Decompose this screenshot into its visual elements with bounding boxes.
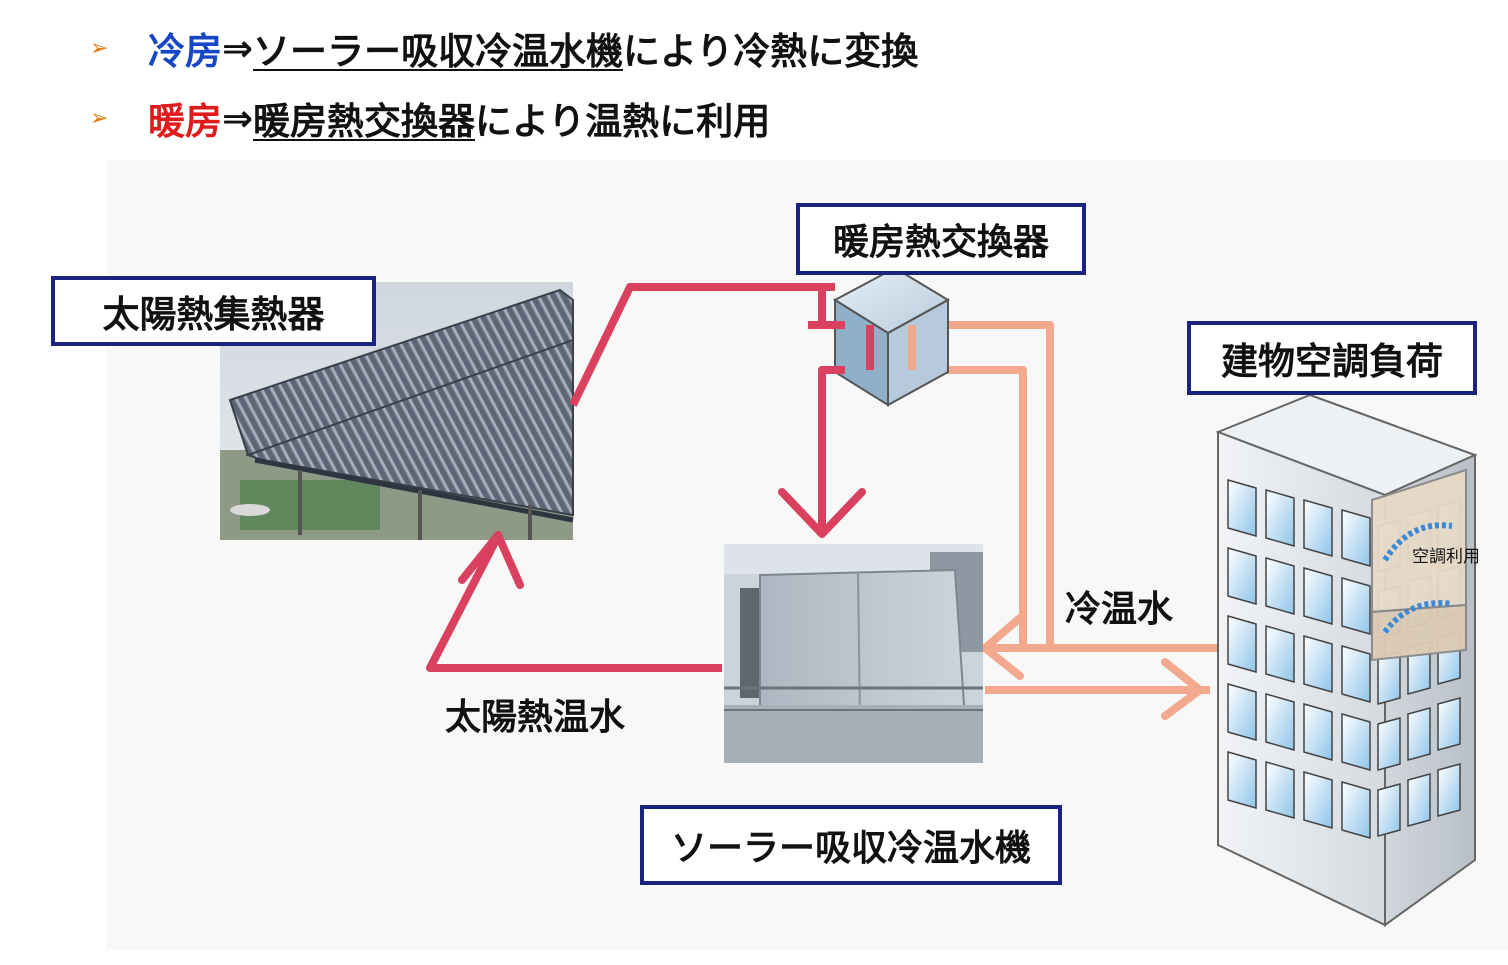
- building-windows: [1227, 479, 1461, 839]
- building-window: [1303, 703, 1333, 761]
- heat-exchanger-label: 暖房熱交換器: [796, 203, 1086, 275]
- building-window: [1227, 683, 1257, 741]
- heat-exchanger-pipes: [808, 321, 916, 374]
- building-window: [1265, 693, 1295, 751]
- bullet-arrow-icon: ➢: [90, 35, 109, 61]
- heating-description: により温熱に利用: [475, 100, 771, 143]
- salmon-arrowheads: [981, 614, 1204, 720]
- absorption-chiller-label: ソーラー吸収冷温水機: [640, 805, 1062, 885]
- building-window: [1377, 783, 1401, 837]
- heating-device: 暖房熱交換器: [253, 100, 476, 143]
- chilled-hot-water-label: 冷温水: [1065, 589, 1174, 630]
- bullet-heating: ➢ 暖房 ⇒ 暖房熱交換器 により温熱に利用: [90, 88, 770, 148]
- building-window: [1341, 713, 1371, 771]
- building-window: [1437, 697, 1461, 751]
- absorption-chiller-photo: [724, 544, 983, 763]
- solar-collector-label: 太陽熱集熱器: [51, 276, 376, 346]
- building-window: [1265, 761, 1295, 819]
- building-window: [1377, 717, 1401, 771]
- building-window: [1303, 499, 1333, 557]
- implies-arrow: ⇒: [222, 26, 254, 70]
- building-window: [1227, 751, 1257, 809]
- building-window: [1303, 771, 1333, 829]
- cooling-description: により冷熱に変換: [623, 30, 919, 73]
- ac-use-label: 空調利用: [1412, 547, 1480, 567]
- building-window: [1407, 707, 1431, 761]
- building-load-label: 建物空調負荷: [1187, 321, 1477, 395]
- heat-exchanger-cube: [833, 266, 951, 407]
- building-window: [1437, 763, 1461, 817]
- building-window: [1407, 773, 1431, 827]
- bullet-cooling: ➢ 冷房 ⇒ ソーラー吸収冷温水機 により冷熱に変換: [90, 18, 918, 78]
- building-window: [1341, 781, 1371, 839]
- building-window: [1227, 547, 1257, 605]
- bullet-arrow-icon: ➢: [90, 105, 109, 131]
- building-window: [1265, 489, 1295, 547]
- building-window: [1227, 479, 1257, 537]
- building-illustration: [1215, 393, 1478, 927]
- building-window: [1341, 577, 1371, 635]
- building-window: [1265, 625, 1295, 683]
- cooling-device: ソーラー吸収冷温水機: [253, 30, 624, 73]
- solar-hot-water-label: 太陽熱温水: [445, 697, 626, 738]
- red-arrowheads: [458, 488, 866, 589]
- building-window: [1265, 557, 1295, 615]
- building-window: [1341, 509, 1371, 567]
- building-window: [1227, 615, 1257, 673]
- cooling-keyword: 冷房: [148, 30, 222, 73]
- implies-arrow: ⇒: [222, 96, 254, 140]
- building-window: [1303, 635, 1333, 693]
- building-window: [1303, 567, 1333, 625]
- building-window: [1341, 645, 1371, 703]
- heating-keyword: 暖房: [148, 100, 222, 143]
